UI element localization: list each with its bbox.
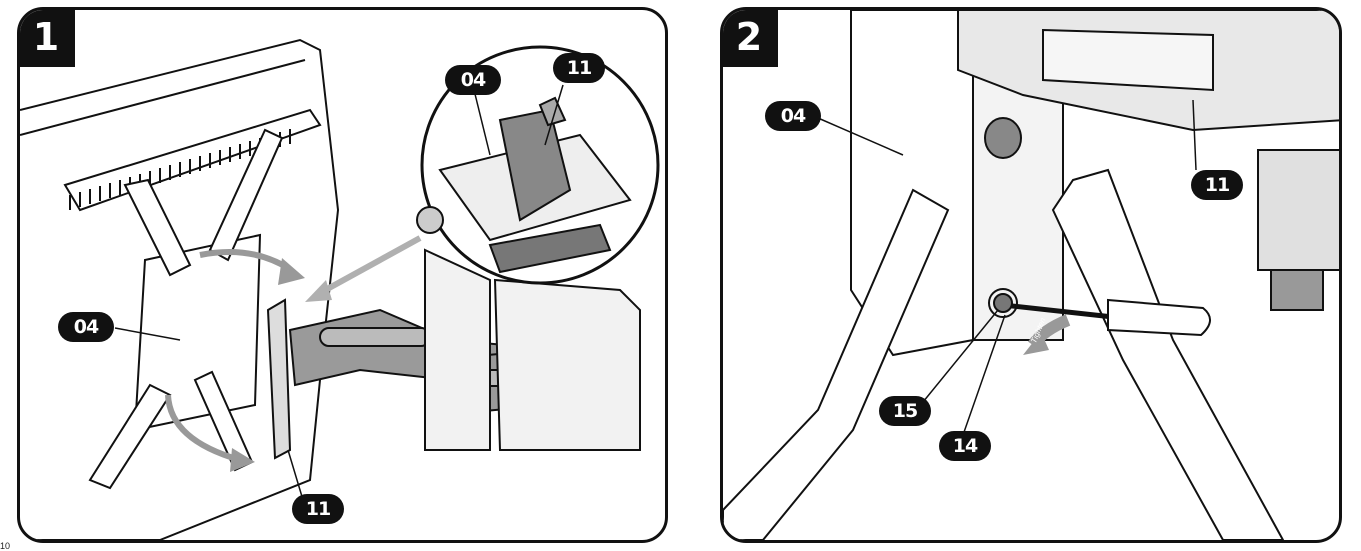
callout-11: 11 xyxy=(1191,170,1243,200)
step-number-2: 2 xyxy=(723,10,778,67)
washer-15 xyxy=(988,288,1018,318)
wall-plate xyxy=(424,248,641,451)
page-number: 10 xyxy=(0,541,11,551)
callout-04: 04 xyxy=(765,101,821,131)
detail-zoom-circle xyxy=(416,45,660,285)
step-1-panel: 1 xyxy=(17,7,668,543)
zoom-pointer-line xyxy=(318,235,422,296)
x-bracket-left xyxy=(723,188,950,540)
x-bracket-right xyxy=(1051,168,1285,540)
step-2-illustration xyxy=(723,10,1339,540)
callout-11-bottom: 11 xyxy=(292,494,344,524)
screw-14 xyxy=(993,293,1013,313)
leader-lines xyxy=(114,84,564,501)
tilt-knob xyxy=(984,117,1022,159)
zoom-pointer-head xyxy=(305,280,332,302)
mount-bracket-11 xyxy=(266,298,292,460)
leader-lines xyxy=(817,99,1197,436)
step-number-1: 1 xyxy=(20,10,75,67)
callout-15: 15 xyxy=(879,396,931,426)
callout-04-zoom: 04 xyxy=(445,65,501,95)
step-1-illustration xyxy=(20,38,660,540)
callout-04: 04 xyxy=(58,312,114,342)
callout-14: 14 xyxy=(939,431,991,461)
movement-arrows xyxy=(165,248,290,463)
screwdriver xyxy=(1002,298,1211,337)
mount-bracket-11 xyxy=(957,10,1339,311)
tv-adapter-plate-04 xyxy=(88,128,284,490)
step-2-panel: 2 xyxy=(720,7,1342,543)
callout-11-zoom: 11 xyxy=(553,53,605,83)
